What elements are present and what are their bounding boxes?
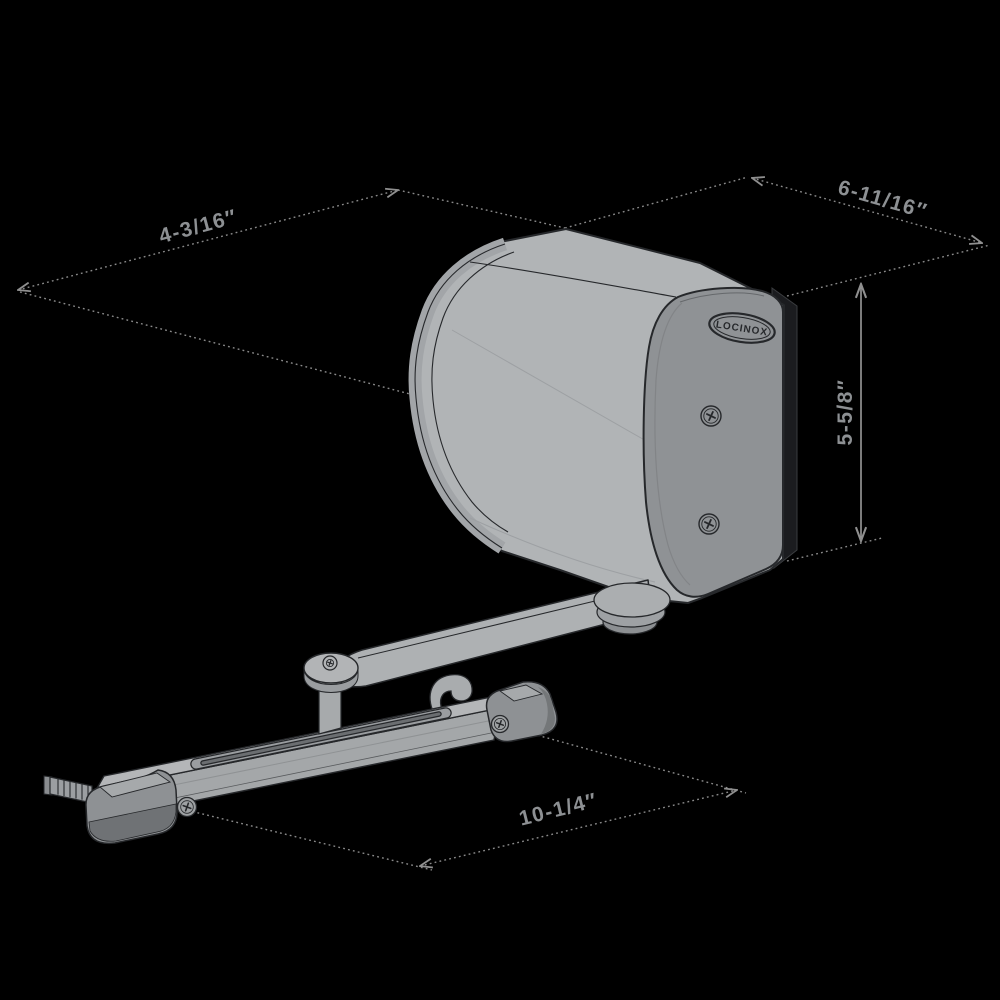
logo-oval-outer [708, 312, 776, 344]
dimension-line-depth [18, 190, 398, 290]
elbow-screw-inner [325, 658, 335, 668]
rod-threads [57, 778, 89, 801]
face-screw-upper [700, 405, 722, 427]
face-screw-lower [698, 513, 720, 535]
dimension-label-depth: 4-3/16″ [157, 205, 240, 248]
rail-slot [190, 707, 452, 770]
dimension-label-rail-length: 10-1/4″ [517, 789, 600, 831]
stop-hook [429, 673, 473, 715]
dimension-line-rail-length [420, 790, 737, 866]
extension-line-rail-right [532, 733, 747, 794]
rail-left-cap [85, 769, 178, 845]
elbow-screw-cross [327, 660, 333, 666]
left-cap-inner-ring [431, 251, 515, 533]
left-cap-outer-ring [414, 243, 506, 549]
extension-line-depth-back [397, 189, 566, 229]
dimension-label-height: 5-5/8″ [834, 379, 857, 446]
side-shading-line-upper [451, 329, 649, 443]
elbow-joint [303, 652, 359, 693]
front-plate-rim-arc [654, 302, 691, 586]
elbow-cylinder-side [303, 667, 359, 693]
side-shading-line-lower [469, 517, 656, 583]
extension-line-height-bottom [786, 537, 883, 562]
pivot-boss [593, 582, 671, 635]
logo-oval-inner [713, 316, 771, 340]
rail-screw-right [490, 714, 510, 734]
rail-screw-left [176, 796, 198, 818]
closer-body: LOCINOX [408, 228, 798, 604]
extension-line-width-left [564, 176, 749, 229]
threaded-rod [49, 776, 93, 804]
extension-line-width-right [786, 244, 991, 297]
front-face-plate [642, 286, 784, 598]
dimension-label-width: 6-11/16″ [835, 176, 930, 224]
slide-rail [43, 673, 558, 845]
top-face-edge [469, 261, 677, 298]
extension-line-rail-left [177, 807, 433, 871]
front-plate-top-rim [679, 292, 765, 303]
extension-line-depth-front [19, 291, 411, 395]
